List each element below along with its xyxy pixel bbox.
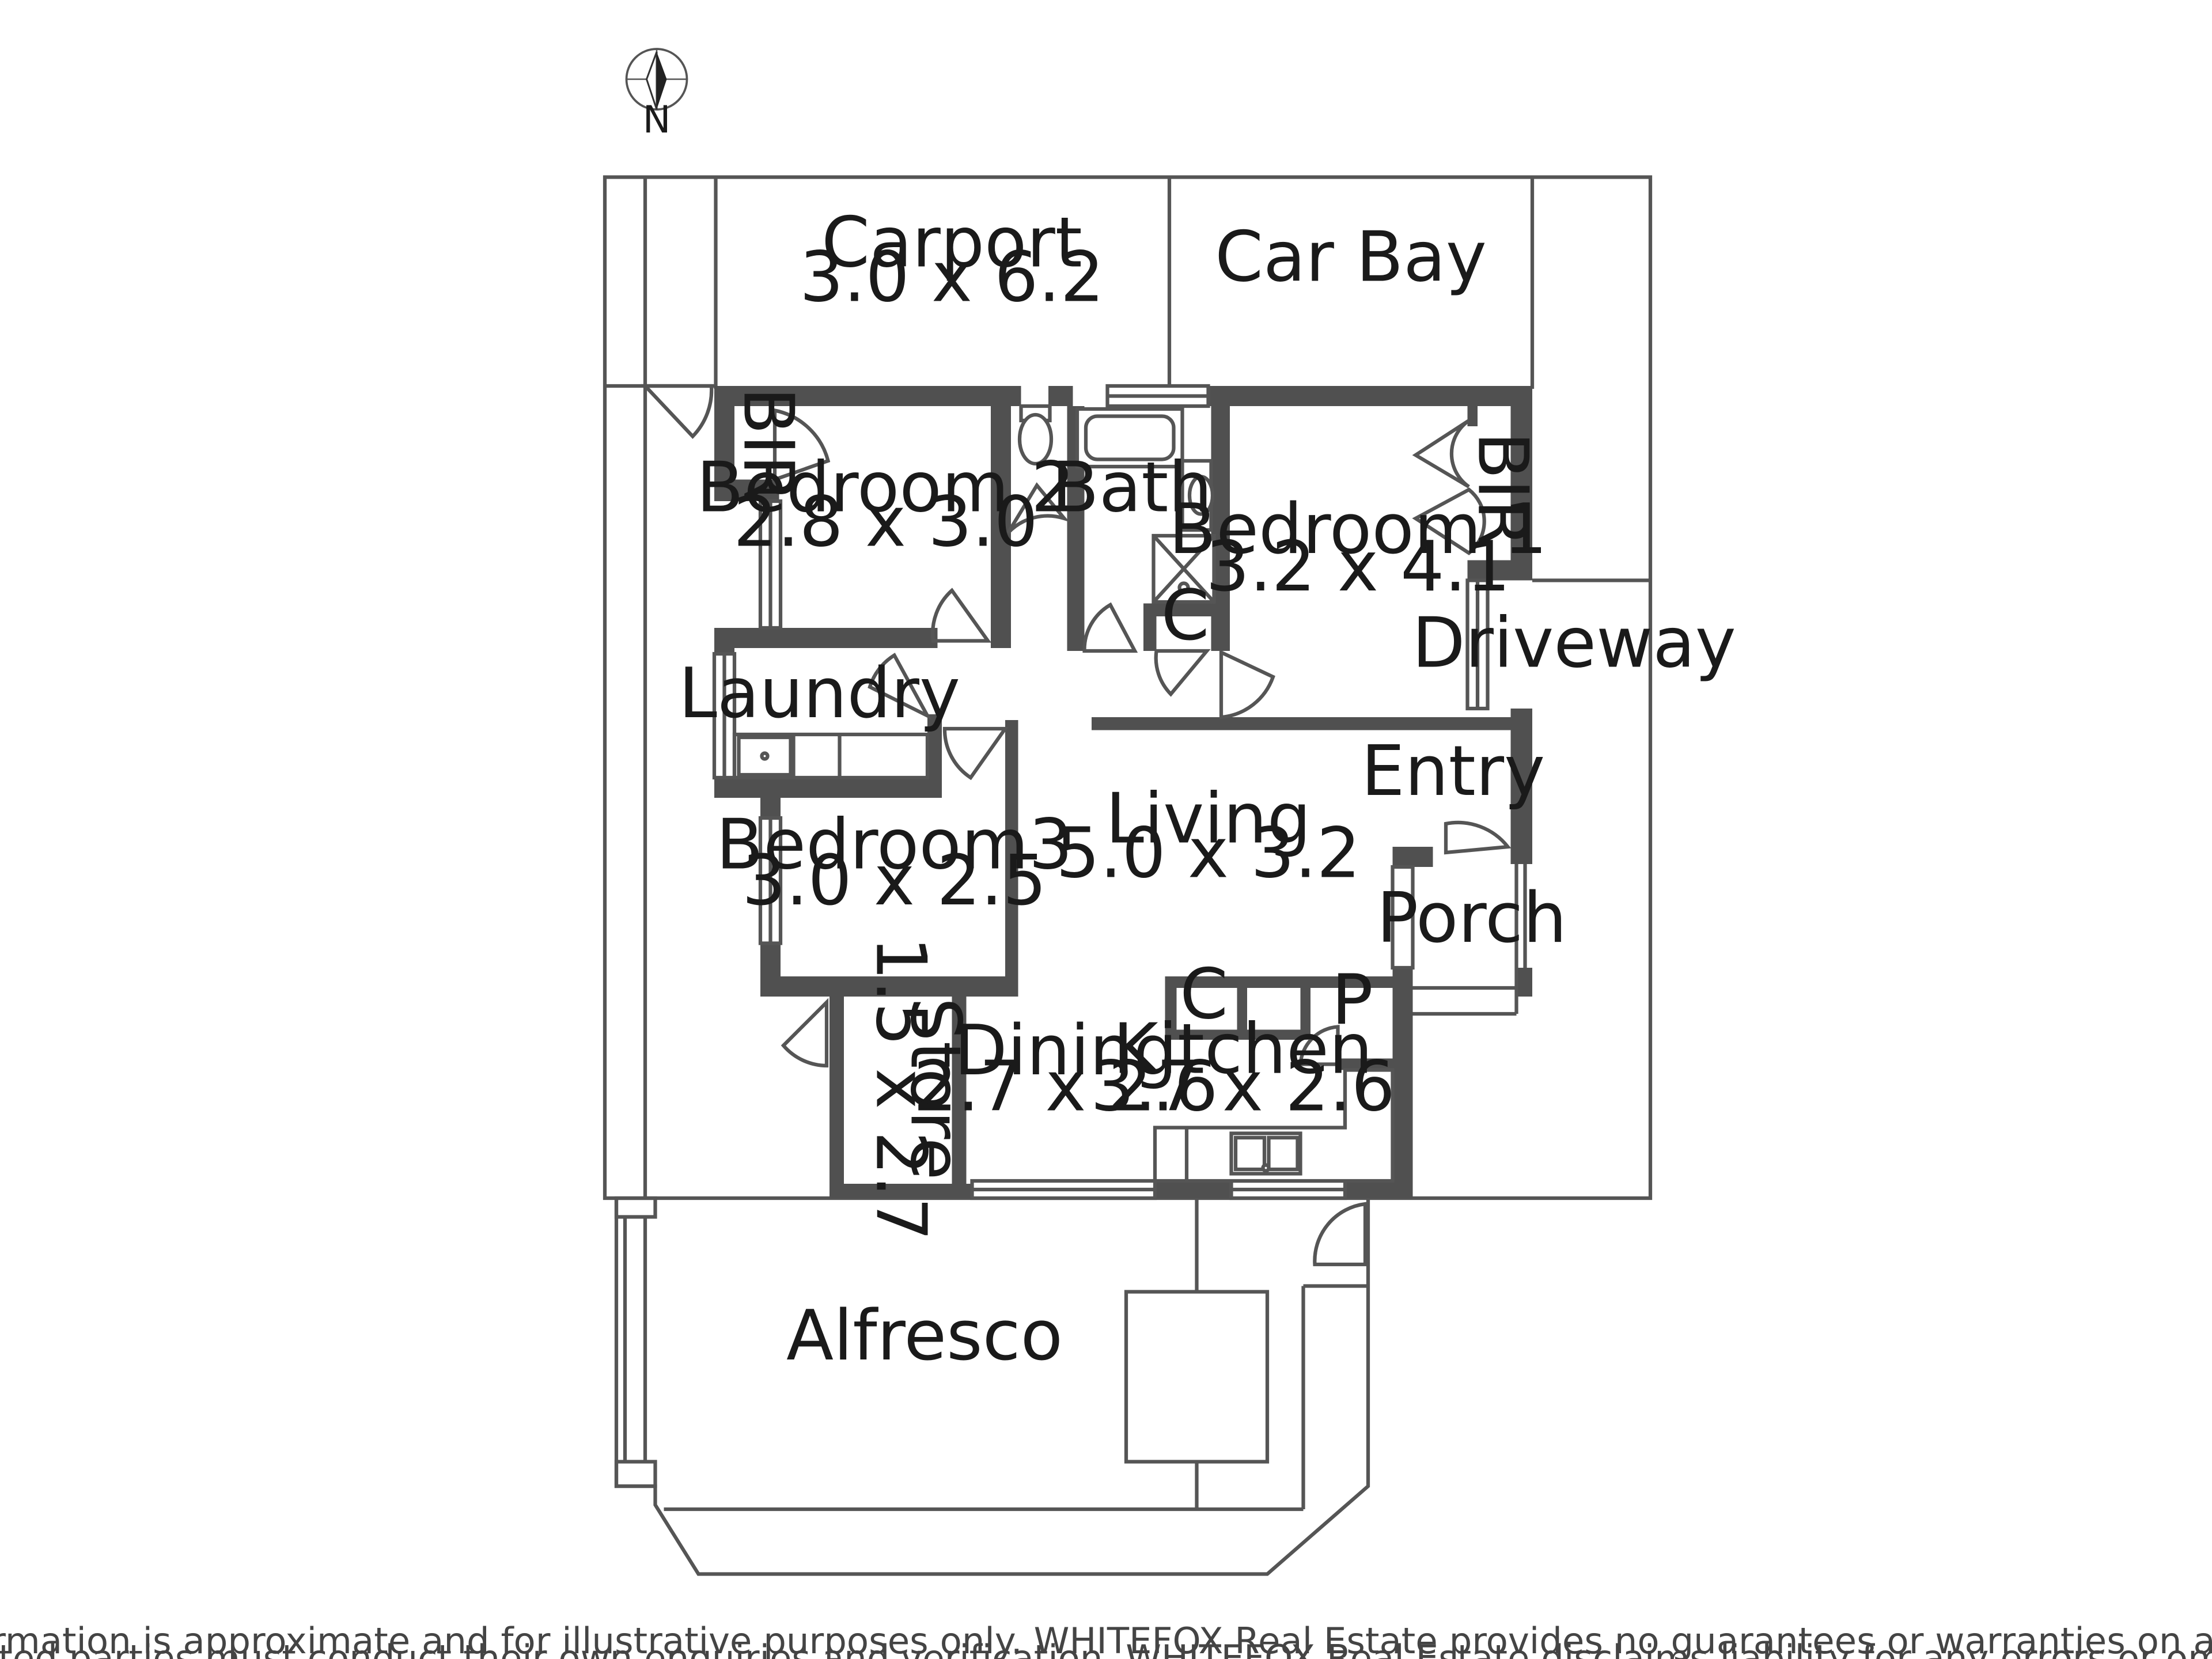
kitchen-label: Kitchen <box>1113 1010 1373 1090</box>
kitchen-bench <box>1153 1068 1395 1183</box>
bedroom-3-label: Bedroom3 <box>716 805 1073 885</box>
alfresco-outline <box>614 1196 1370 1576</box>
site-outline <box>603 175 1653 1200</box>
carport-size: 3.0 x 6.2 <box>800 238 1104 318</box>
entry-label: Entry <box>1361 732 1545 812</box>
bedroom-3-size: 3.0 x 2.5 <box>742 841 1047 921</box>
shower-icon <box>1152 533 1216 604</box>
windows <box>712 384 1490 1200</box>
laundry-label: Laundry <box>679 654 960 734</box>
laundry-tub-icon <box>732 732 930 780</box>
porch-outline <box>1412 864 1527 1016</box>
hall-cupboard-label: C <box>1161 576 1210 656</box>
vanity-basin-icon <box>1180 459 1215 532</box>
bedroom-2-label: Bedroom 2 <box>696 448 1075 528</box>
car-bay-label: Car Bay <box>1215 218 1487 298</box>
north-label: N <box>643 99 671 142</box>
living-label: Living <box>1105 779 1311 859</box>
bedroom-2-size: 2.8 x 3.0 <box>733 483 1038 563</box>
store-label: Store <box>895 997 975 1180</box>
north-compass-icon <box>625 48 688 111</box>
porch-label: Porch <box>1377 878 1567 959</box>
bir-right-label: BIR <box>1463 431 1543 547</box>
disclaimer-line-2: Interested parties must conduct their ow… <box>0 1637 2212 1659</box>
bedroom-1-label: Bedroom 1 <box>1169 490 1547 570</box>
fixtures <box>732 404 1395 1183</box>
dining-label: Dining <box>954 1011 1177 1091</box>
living-size: 5.0 x 3.2 <box>1056 814 1361 894</box>
dining-size: 2.7 x 2.6 <box>914 1047 1218 1127</box>
kitchen-cupboard-label: C <box>1180 955 1228 1035</box>
toilet-icon <box>1017 404 1054 466</box>
disclaimer-line-1: All information is approximate and for i… <box>0 1620 2212 1659</box>
bath-label: Bath <box>1052 448 1213 528</box>
store-size: 1.5 x 2.7 <box>861 937 941 1241</box>
doors <box>772 408 1512 1068</box>
alfresco-label: Alfresco <box>786 1296 1063 1376</box>
walls <box>714 386 1532 1198</box>
driveway-label: Driveway <box>1412 604 1736 684</box>
carport-label: Carport <box>821 203 1082 283</box>
bathtub-icon <box>1075 407 1184 469</box>
kitchen-size: 3.7 x 2.6 <box>1090 1047 1395 1127</box>
bedroom-1-size: 3.2 x 4.1 <box>1206 527 1510 607</box>
bir-left-label: BIR <box>728 387 808 503</box>
pantry-label: P <box>1331 961 1373 1041</box>
room-labels: Carport 3.0 x 6.2 Car Bay BIR Bedroom 2 … <box>679 203 1736 1377</box>
